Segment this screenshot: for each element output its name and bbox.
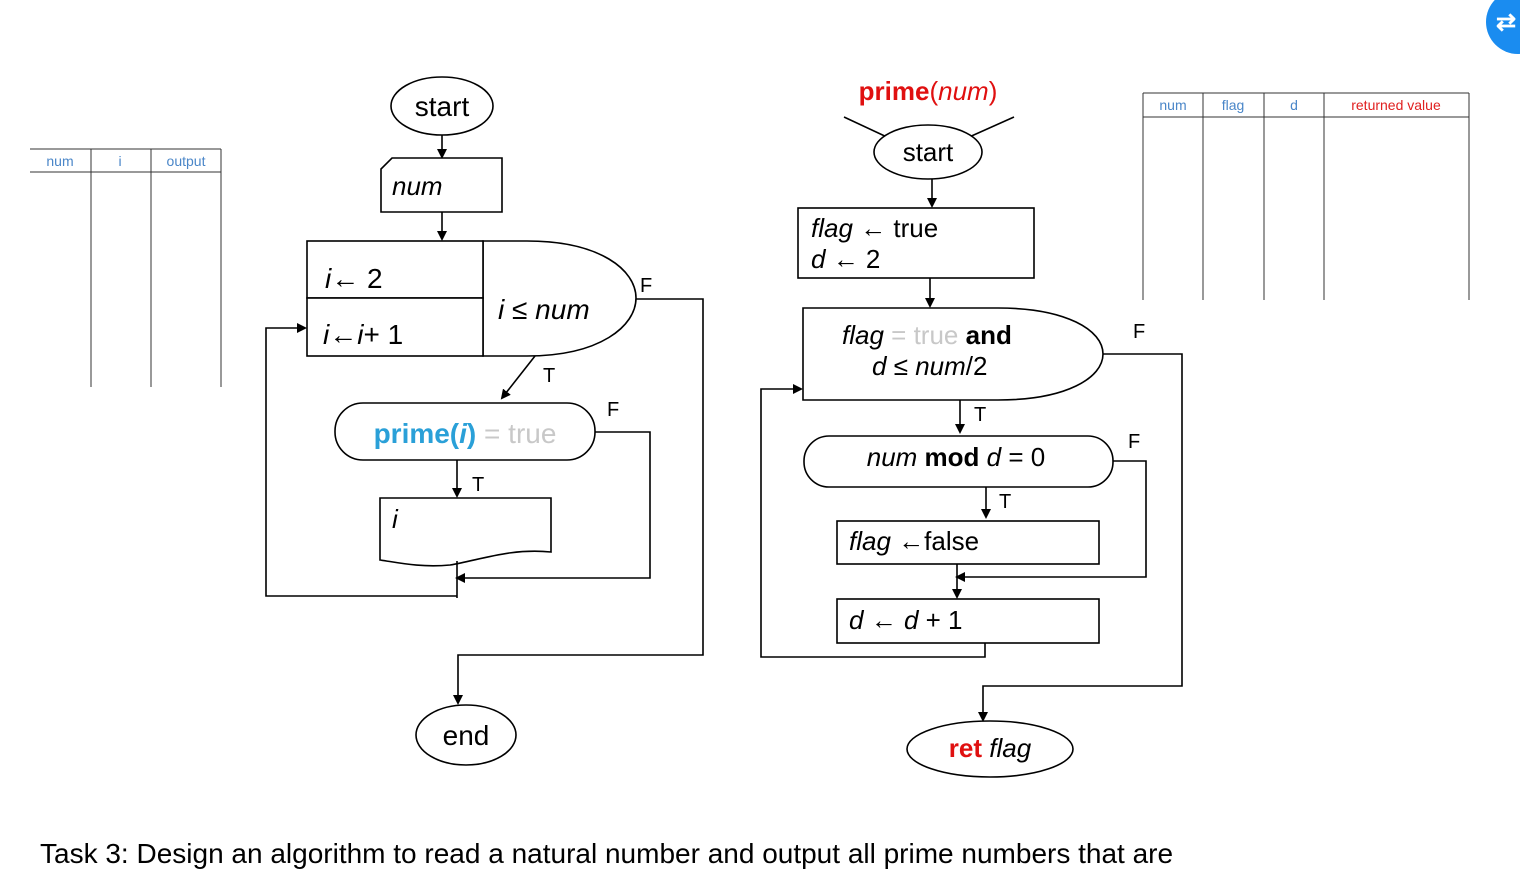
prime-title-arg: num (938, 76, 989, 106)
prime-set-false-box (836, 520, 1100, 565)
set-flag-var: flag (849, 526, 891, 556)
prime-trace-header-num: num (1159, 97, 1186, 113)
svg-text:i←i+ 1: i←i+ 1 (323, 319, 403, 350)
svg-text:flag = true and: flag = true and (842, 320, 1012, 350)
prime-trace-header-flag: flag (1222, 97, 1245, 113)
cond-d-var: d (872, 351, 888, 381)
prime-call-name: prime( (374, 418, 460, 449)
main-input-label: num (392, 171, 443, 201)
ret-var: flag (989, 733, 1031, 763)
prime-title-open: ( (929, 76, 938, 106)
svg-text:prime(i) = true: prime(i) = true (374, 418, 557, 449)
cond-and: and (966, 320, 1012, 350)
prime-trace-header-returned: returned value (1351, 97, 1441, 113)
prime-flowchart: prime(num) start flag ← true d ← 2 flag … (760, 76, 1183, 778)
ret-kw: ret (949, 733, 983, 763)
corner-badge[interactable]: ⇄ (1486, 0, 1520, 54)
main-output-label: i (392, 504, 399, 534)
loop-init-rhs: ← 2 (331, 263, 382, 294)
loop-cond-rhs: num (535, 294, 589, 325)
loop-init-var: i (325, 263, 332, 294)
prime-return-terminal (906, 720, 1074, 778)
svg-text:flag ←false: flag ←false (849, 526, 979, 556)
svg-text:prime(num): prime(num) (859, 76, 998, 106)
loop-update-rhs: + 1 (363, 319, 403, 350)
main-output-box (379, 497, 552, 567)
prime-title-close: ) (989, 76, 998, 106)
mod-kw: mod (925, 442, 980, 472)
prime-title-name: prime (859, 76, 930, 106)
loop-cond-op (504, 294, 512, 325)
prime-mod-false-label: F (1128, 431, 1140, 453)
main-start-label: start (415, 91, 470, 122)
main-prime-false-label: F (607, 399, 619, 421)
inc-rhs: + 1 (926, 605, 963, 635)
svg-text:ret flag: ret flag (949, 733, 1032, 763)
svg-text:i← 2: i← 2 (325, 263, 383, 294)
flowchart-diagram: num i output num flag d returned value s… (30, 76, 1470, 778)
svg-text:d ← 2: d ← 2 (811, 244, 880, 274)
prime-increment-box (836, 598, 1100, 644)
trace-table-prime: num flag d returned value (1142, 92, 1470, 300)
main-end-terminal (415, 704, 517, 766)
cond-eq: = true (891, 320, 958, 350)
prime-while-true-label: T (974, 404, 986, 426)
svg-text:d ← d + 1: d ← d + 1 (849, 605, 963, 635)
svg-text:d ≤ num/2: d ≤ num/2 (872, 351, 987, 381)
main-loop-update-box (306, 297, 484, 357)
init-flag-rhs: ← true (860, 213, 938, 243)
prime-mod-true-label: T (999, 491, 1011, 513)
loop-update-var: i (323, 319, 330, 350)
trace-header-i: i (118, 153, 121, 169)
inc-d-var: d (849, 605, 865, 635)
trace-table-main: num i output (30, 148, 222, 387)
prime-start-terminal (873, 124, 983, 180)
prime-start-label: start (903, 137, 954, 167)
prime-trace-header-d: d (1290, 97, 1298, 113)
main-prime-true-label: T (472, 474, 484, 496)
mod-num: num (867, 442, 918, 472)
cond-le: ≤ (894, 351, 908, 381)
loop-cond-le: ≤ (512, 294, 527, 325)
loop-cond-var: i (498, 294, 505, 325)
main-end-label: end (443, 720, 490, 751)
inc-arrow: ← (871, 605, 897, 635)
main-loop-init-box (306, 240, 484, 299)
task-caption: Task 3: Design an algorithm to read a na… (40, 838, 1174, 869)
main-loop-false-label: F (640, 275, 652, 297)
main-loop-true-label: T (543, 365, 555, 387)
main-flowchart: start num i← 2 i←i+ 1 i ≤ num F T prime(… (265, 76, 704, 766)
mod-rhs: = 0 (1008, 442, 1045, 472)
prime-init-box (797, 207, 1035, 279)
svg-text:flag ← true: flag ← true (811, 213, 938, 243)
inc-d-var2: d (904, 605, 920, 635)
mod-d: d (987, 442, 1003, 472)
prime-while-false-label: F (1133, 321, 1145, 343)
svg-text:i ≤ num: i ≤ num (498, 294, 590, 325)
init-d-var: d (811, 244, 827, 274)
prime-call-eq: = true (484, 418, 556, 449)
prime-call-arg: i (459, 418, 468, 449)
trace-header-num: num (46, 153, 73, 169)
badge-icon: ⇄ (1496, 9, 1517, 36)
trace-header-output: output (167, 153, 206, 169)
main-loop-condition (482, 240, 637, 357)
loop-update-var2: i (357, 319, 364, 350)
cond-num: num (915, 351, 966, 381)
prime-call-close: ) (467, 418, 476, 449)
cond-div: /2 (966, 351, 988, 381)
svg-text:num mod d = 0: num mod d = 0 (867, 442, 1046, 472)
init-flag-var: flag (811, 213, 853, 243)
loop-update-arrow: ← (329, 319, 357, 350)
set-flag-rhs: ←false (898, 526, 979, 556)
cond-flag-var: flag (842, 320, 884, 350)
init-d-rhs: ← 2 (833, 244, 881, 274)
